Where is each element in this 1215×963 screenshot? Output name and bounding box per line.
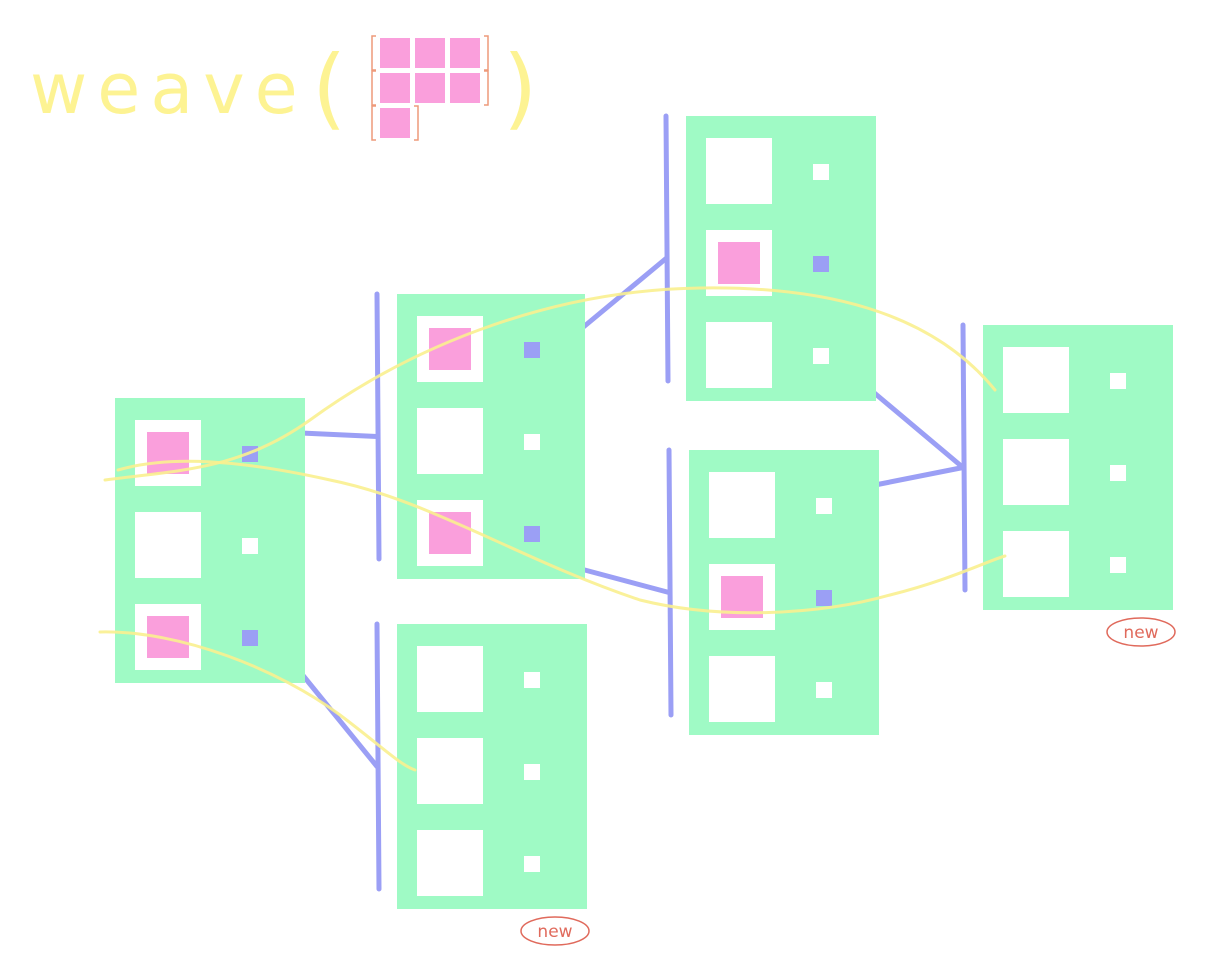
edge-line — [869, 388, 966, 470]
new-mark: new — [1106, 617, 1176, 647]
new-mark-label: new — [537, 922, 572, 942]
title-word: weave — [30, 48, 308, 130]
value-slot — [706, 138, 772, 204]
value-filled — [147, 432, 189, 474]
pointer-filled — [816, 590, 832, 606]
pointer-empty — [524, 672, 540, 688]
value-slot — [417, 408, 483, 474]
argument-right-bracket — [414, 105, 419, 141]
value-slot — [1003, 531, 1069, 597]
node-bracket-bar — [960, 322, 968, 593]
pointer-empty — [813, 348, 829, 364]
pointer-empty — [524, 856, 540, 872]
edge-line — [298, 430, 380, 439]
value-slot — [709, 656, 775, 722]
value-slot — [706, 322, 772, 388]
new-mark: new — [520, 916, 590, 946]
argument-right-bracket — [484, 70, 489, 106]
value-filled — [718, 242, 760, 284]
pointer-empty — [1110, 557, 1126, 573]
title-open-paren: ( — [312, 36, 346, 139]
new-marks-layer: new new — [520, 617, 1176, 946]
threads-layer — [98, 286, 1007, 772]
title-close-paren: ) — [503, 36, 537, 139]
pointer-filled — [242, 630, 258, 646]
pointer-empty — [524, 434, 540, 450]
argument-cell — [380, 38, 410, 68]
value-slot — [417, 646, 483, 712]
pointer-filled — [524, 342, 540, 358]
node-n6 — [983, 325, 1173, 610]
pointer-empty — [813, 164, 829, 180]
weave-thread — [98, 630, 417, 772]
node-bracket-bar — [666, 447, 674, 718]
argument-cell — [380, 73, 410, 103]
argument-left-bracket — [371, 35, 376, 71]
argument-cell — [450, 73, 480, 103]
argument-right-bracket — [484, 35, 489, 71]
value-slot — [135, 512, 201, 578]
nodes-layer — [115, 116, 1173, 909]
node-n3 — [397, 624, 587, 909]
new-mark-oval — [1106, 617, 1176, 647]
argument-cell — [450, 38, 480, 68]
new-mark-label: new — [1123, 623, 1158, 643]
argument-left-bracket — [371, 70, 376, 106]
pointer-filled — [813, 256, 829, 272]
node-n5 — [689, 450, 879, 735]
value-filled — [429, 512, 471, 554]
argument-cell — [415, 73, 445, 103]
edge-line — [298, 670, 380, 769]
pointer-empty — [816, 682, 832, 698]
pointer-empty — [1110, 465, 1126, 481]
value-slot — [417, 738, 483, 804]
argument-cell — [380, 108, 410, 138]
node-bracket-bar — [663, 113, 671, 384]
pointer-empty — [1110, 373, 1126, 389]
pointer-filled — [524, 526, 540, 542]
argument-cell — [415, 38, 445, 68]
value-slot — [417, 830, 483, 896]
pointer-empty — [242, 538, 258, 554]
pointer-empty — [524, 764, 540, 780]
value-slot — [709, 472, 775, 538]
node-n2 — [397, 294, 585, 579]
weave-thread — [116, 459, 1007, 615]
node-bracket-bar — [374, 291, 382, 562]
weave-thread — [103, 286, 997, 482]
edge-line — [872, 465, 966, 488]
value-slot — [1003, 347, 1069, 413]
argument-left-bracket — [371, 105, 376, 141]
edge-line — [578, 566, 672, 595]
argument-grid — [371, 35, 489, 141]
new-mark-oval — [520, 916, 590, 946]
node-bracket-bar — [374, 621, 382, 892]
weave-title: weave ( ) — [30, 35, 537, 141]
value-slot — [1003, 439, 1069, 505]
pointer-empty — [816, 498, 832, 514]
node-n4 — [686, 116, 876, 401]
